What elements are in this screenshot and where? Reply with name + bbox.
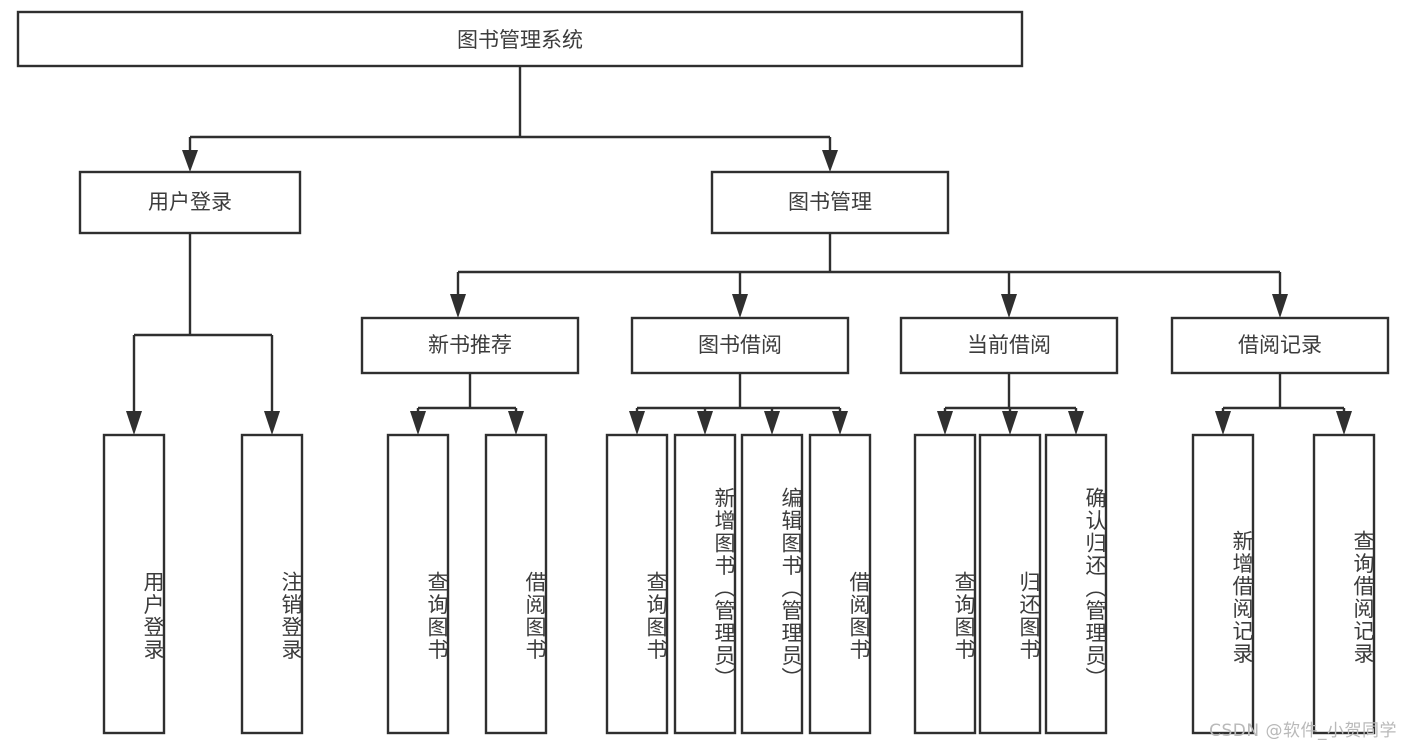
node-label-borrow-record: 借阅记录 <box>1238 333 1322 357</box>
node-box-leaf-cb-confirm-return[interactable] <box>1044 433 1108 735</box>
node-box-leaf-bb-borrow-book[interactable] <box>808 433 872 735</box>
node-box-user-login[interactable] <box>78 170 302 235</box>
node-label-current-borrow: 当前借阅 <box>967 333 1051 357</box>
node-box-leaf-br-add-record[interactable] <box>1191 433 1255 735</box>
node-box-leaf-nb-query-book[interactable] <box>386 433 450 735</box>
node-box-new-book-recommend[interactable] <box>360 316 580 375</box>
arrow-head-book-mgmt <box>822 150 838 172</box>
arrow-head-bb-leaf2 <box>697 411 713 435</box>
arrow-head-cb-leaf1 <box>937 411 953 435</box>
node-box-leaf-cb-return-book[interactable] <box>978 433 1042 735</box>
node-box-book-borrow[interactable] <box>630 316 850 375</box>
arrow-head-cb-leaf3 <box>1068 411 1084 435</box>
node-box-borrow-record[interactable] <box>1170 316 1390 375</box>
arrow-head-leaf-logout <box>264 411 280 435</box>
node-box-leaf-br-query-record[interactable] <box>1312 433 1376 735</box>
arrow-head-current-borrow <box>1001 294 1017 318</box>
arrow-head-borrow-record <box>1272 294 1288 318</box>
node-box-book-management[interactable] <box>710 170 950 235</box>
arrow-head-user-login <box>182 150 198 172</box>
node-box-leaf-bb-query-book[interactable] <box>605 433 669 735</box>
arrow-head-nb-leaf2 <box>508 411 524 435</box>
node-label-book-management: 图书管理 <box>788 190 872 214</box>
arrow-head-br-leaf2 <box>1336 411 1352 435</box>
arrow-head-leaf-user-login <box>126 411 142 435</box>
node-layer: 图书管理系统 用户登录 图书管理 新书推荐 图书借阅 当前借阅 借阅记录 <box>16 10 1390 735</box>
node-label-book-borrow: 图书借阅 <box>698 333 782 357</box>
node-box-current-borrow[interactable] <box>899 316 1119 375</box>
arrow-head-new-book-recommend <box>450 294 466 318</box>
node-box-leaf-bb-edit-book[interactable] <box>740 433 804 735</box>
node-box-leaf-nb-borrow-book[interactable] <box>484 433 548 735</box>
node-box-root[interactable] <box>16 10 1024 68</box>
node-label-root: 图书管理系统 <box>457 28 583 52</box>
arrow-head-bb-leaf4 <box>832 411 848 435</box>
arrow-head-book-borrow <box>732 294 748 318</box>
watermark-text: CSDN @软件_小贺同学 <box>1209 721 1397 741</box>
node-box-leaf-cb-query-book[interactable] <box>913 433 977 735</box>
node-label-user-login: 用户登录 <box>148 190 232 214</box>
node-label-new-book-recommend: 新书推荐 <box>428 333 512 357</box>
node-box-leaf-bb-add-book[interactable] <box>673 433 737 735</box>
node-box-leaf-logout[interactable] <box>240 433 304 735</box>
arrow-head-bb-leaf3 <box>764 411 780 435</box>
arrow-head-br-leaf1 <box>1215 411 1231 435</box>
arrow-head-cb-leaf2 <box>1002 411 1018 435</box>
arrow-head-nb-leaf1 <box>410 411 426 435</box>
node-box-leaf-user-login[interactable] <box>102 433 166 735</box>
arrow-head-bb-leaf1 <box>629 411 645 435</box>
connector-layer <box>126 66 1352 435</box>
